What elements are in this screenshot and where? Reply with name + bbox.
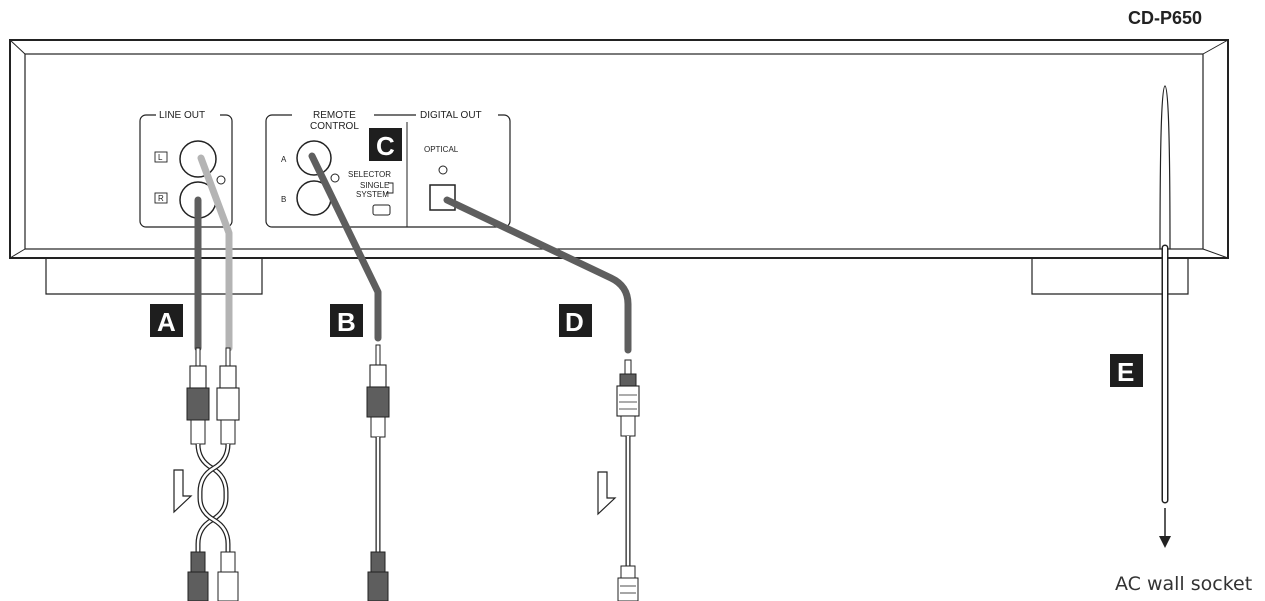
line-out-panel: LINE OUT L R [139, 109, 233, 228]
remote-control-cable [366, 344, 390, 601]
badge-b: B [330, 304, 363, 337]
system-label: SYSTEM [356, 190, 389, 199]
remote-indicator [330, 173, 340, 183]
badge-e: E [1110, 354, 1143, 387]
remote-jack-label-b: B [281, 195, 286, 204]
optical-indicator [438, 165, 448, 175]
svg-text:D: D [565, 307, 584, 337]
optical-digital-cable [616, 359, 640, 601]
remote-jack-label-a: A [281, 155, 287, 164]
digital-out-title: DIGITAL OUT [420, 110, 482, 121]
selector-label: SELECTOR [348, 170, 391, 179]
jack-label-l: L [158, 153, 163, 162]
optical-cable [443, 196, 632, 354]
svg-text:E: E [1117, 357, 1134, 387]
optical-label: OPTICAL [424, 145, 459, 154]
optical-port[interactable] [429, 184, 456, 211]
insert-arrow-icon [173, 469, 193, 514]
badge-a: A [150, 304, 183, 337]
insert-arrow-icon [597, 471, 617, 516]
remote-cable [308, 152, 382, 342]
ground-screw [216, 175, 226, 185]
remote-title-2: CONTROL [310, 121, 359, 132]
svg-text:B: B [337, 307, 356, 337]
rca-stereo-cable [186, 347, 240, 601]
left-foot [45, 258, 263, 295]
jack-label-r: R [158, 194, 164, 203]
badge-d: D [559, 304, 592, 337]
line-out-cable-l [197, 154, 233, 352]
cables [194, 85, 1171, 504]
single-label: SINGLE [360, 181, 389, 190]
right-foot [1031, 258, 1189, 295]
down-arrow-icon [1159, 536, 1171, 548]
remote-title-1: REMOTE [313, 110, 356, 121]
model-label: CD-P650 [1128, 8, 1202, 28]
ac-wall-socket-label: AC wall socket [1115, 573, 1252, 595]
badge-c: C [369, 128, 402, 161]
selector-switch[interactable] [372, 204, 391, 216]
line-out-title: LINE OUT [159, 110, 205, 121]
svg-text:C: C [376, 131, 395, 161]
svg-text:A: A [157, 307, 176, 337]
